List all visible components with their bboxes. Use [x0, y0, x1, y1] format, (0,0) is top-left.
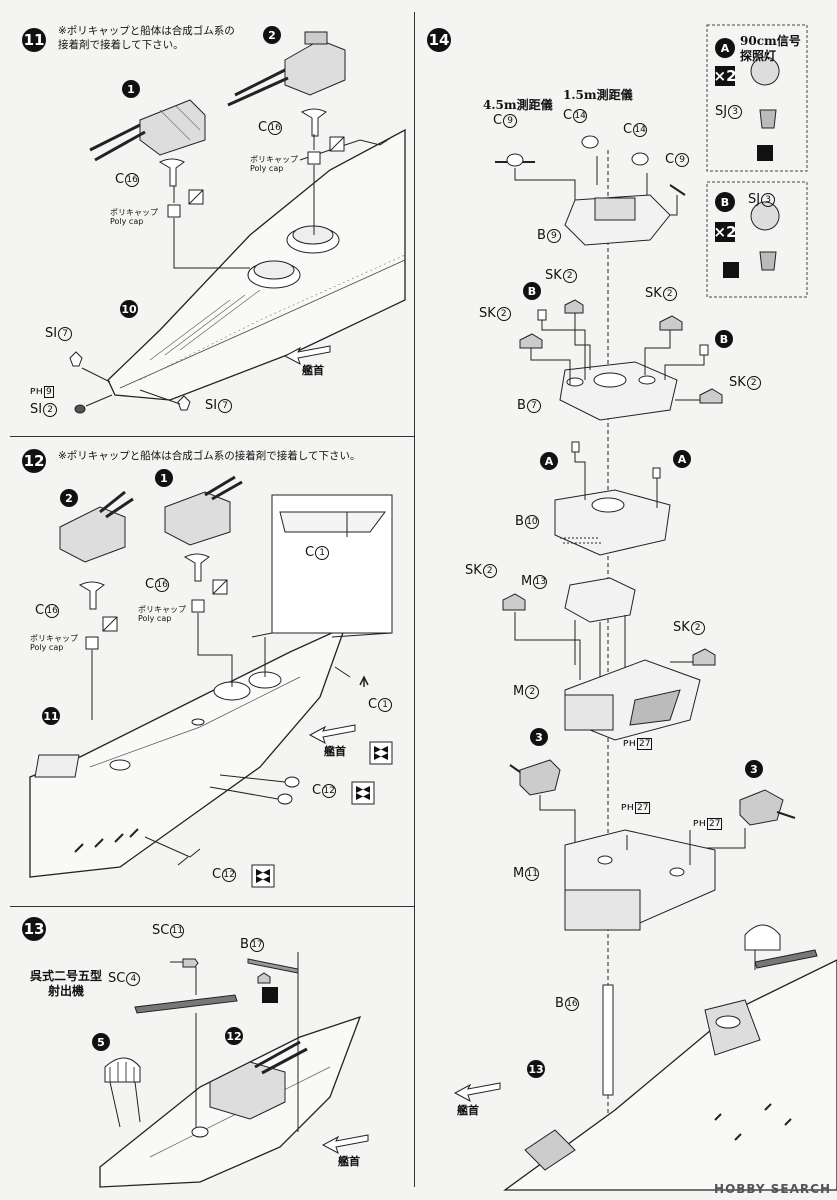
sub-b-qty: ×2	[713, 222, 737, 242]
step-13-drawing	[99, 952, 369, 1188]
polycap-label-en-1: Poly cap	[30, 643, 64, 652]
step-12-drawing	[29, 475, 393, 888]
step-12: 12 ※ポリキャップと船体は合成ゴム系の接着剤で接着して下さい。	[0, 437, 414, 906]
step-number: 11	[22, 28, 46, 52]
part-callout-turret-1: 1	[155, 469, 173, 487]
callout-a-2: A	[673, 450, 691, 468]
sub-a-letter: A	[715, 38, 735, 58]
step-14-drawing	[453, 24, 837, 1191]
step-number: 12	[22, 449, 46, 473]
watermark-logo: HOBBY SEARCH	[714, 1182, 831, 1196]
part-callout-hull-10: 10	[120, 300, 138, 318]
step-note: ※ポリキャップと船体は合成ゴム系の 接着剤で接着して下さい。	[58, 25, 235, 51]
rangefinder-45m-title: 4.5m測距儀	[483, 98, 553, 112]
bow-direction-label: 艦首	[457, 1104, 479, 1117]
polycap-label-jp-1: ポリキャップ	[110, 208, 158, 217]
step-14: 14	[415, 0, 837, 1200]
step-note: ※ポリキャップと船体は合成ゴム系の接着剤で接着して下さい。	[58, 450, 361, 462]
bow-direction-label: 艦首	[302, 364, 324, 377]
part-callout-turret-1: 1	[122, 80, 140, 98]
sub-a-qty: ×2	[713, 66, 737, 86]
step-number: 13	[22, 917, 46, 941]
polycap-label-en-2: Poly cap	[250, 164, 284, 173]
bow-direction-label: 艦首	[324, 745, 346, 758]
polycap-label-jp-2: ポリキャップ	[250, 155, 298, 164]
callout-b-1: B	[523, 282, 541, 300]
part-callout-hull-11: 11	[42, 707, 60, 725]
panel-divider-h1	[10, 436, 415, 437]
bow-direction-label: 艦首	[338, 1155, 360, 1168]
callout-a-1: A	[540, 452, 558, 470]
part-callout-turret-3b: 3	[745, 760, 763, 778]
part-callout-5: 5	[92, 1033, 110, 1051]
part-callout-turret-2: 2	[60, 489, 78, 507]
polycap-label-en-2: Poly cap	[138, 614, 172, 623]
part-callout-12: 12	[225, 1027, 243, 1045]
catapult-title: 呉式二号五型射出機	[30, 969, 103, 998]
polycap-label-jp-1: ポリキャップ	[30, 634, 78, 643]
step-11-drawing	[69, 31, 406, 414]
rangefinder-15m-title: 1.5m測距儀	[563, 88, 633, 102]
part-callout-hull-13: 13	[527, 1060, 545, 1078]
panel-divider-h2	[10, 906, 415, 907]
step-number: 14	[427, 28, 451, 52]
part-callout-turret-2: 2	[263, 26, 281, 44]
polycap-label-jp-2: ポリキャップ	[138, 605, 186, 614]
step-11: 11 ※ポリキャップと船体は合成ゴム系の 接着剤で接着して下さい。	[0, 0, 414, 436]
sub-b-letter: B	[715, 192, 735, 212]
sub-a-title: 90cm信号探照灯	[740, 34, 801, 63]
callout-b-2: B	[715, 330, 733, 348]
polycap-label-en-1: Poly cap	[110, 217, 144, 226]
part-callout-turret-3a: 3	[530, 728, 548, 746]
panel-divider-vertical	[414, 12, 415, 1187]
